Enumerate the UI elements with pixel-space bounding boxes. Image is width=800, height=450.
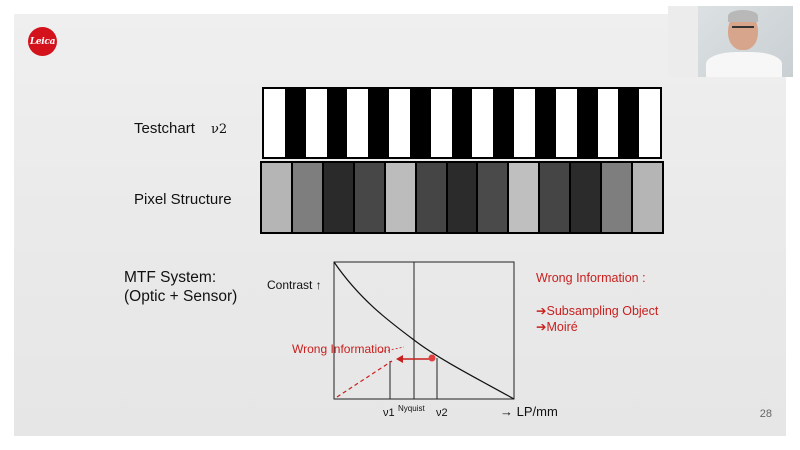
pixel-block bbox=[540, 163, 572, 232]
pixel-block bbox=[571, 163, 603, 232]
presenter-hair bbox=[728, 10, 758, 22]
testchart-bar bbox=[597, 89, 619, 157]
webcam-background bbox=[668, 6, 698, 77]
pixel-block bbox=[416, 163, 448, 232]
x-axis-label: → LP/mm bbox=[500, 404, 558, 419]
sample-point bbox=[428, 354, 436, 362]
testchart-bar bbox=[618, 89, 640, 157]
mtf-label-line1: MTF System: bbox=[124, 269, 217, 286]
testchart-bar bbox=[472, 89, 494, 157]
presenter-shirt bbox=[706, 52, 782, 77]
testchart-bars bbox=[262, 87, 662, 159]
pixel-block bbox=[323, 163, 355, 232]
pixel-block bbox=[478, 163, 510, 232]
testchart-bar bbox=[409, 89, 431, 157]
mtf-system-label: MTF System: (Optic + Sensor) bbox=[124, 268, 237, 306]
wrong-information-annotation: Wrong Information bbox=[292, 342, 391, 356]
testchart-bar bbox=[576, 89, 598, 157]
testchart-label-text: Testchart bbox=[134, 120, 195, 137]
testchart-bar bbox=[305, 89, 327, 157]
chart-frame bbox=[333, 261, 515, 400]
testchart-bar bbox=[493, 89, 515, 157]
pixel-block bbox=[262, 163, 293, 232]
testchart-bar bbox=[639, 89, 661, 157]
mtf-curve bbox=[333, 261, 515, 400]
testchart-bar bbox=[389, 89, 410, 157]
wrong-info-bullet-1: ➔Subsampling Object bbox=[536, 303, 658, 318]
testchart-bar bbox=[430, 89, 452, 157]
wrong-info-arrowhead bbox=[396, 355, 403, 363]
mtf-label-line2: (Optic + Sensor) bbox=[124, 288, 238, 305]
testchart-bar bbox=[347, 89, 369, 157]
page-number: 28 bbox=[759, 408, 772, 420]
testchart-bar bbox=[451, 89, 473, 157]
bullet-text: Subsampling Object bbox=[546, 304, 659, 318]
pixel-block bbox=[354, 163, 386, 232]
testchart-bar bbox=[534, 89, 556, 157]
webcam-video-thumbnail[interactable] bbox=[668, 6, 793, 77]
testchart-bar bbox=[264, 89, 285, 157]
y-axis-label: Contrast ↑ bbox=[267, 278, 322, 292]
nu1-tick-label: ν1 bbox=[383, 407, 395, 419]
pixel-structure-grid bbox=[260, 161, 664, 234]
pixel-block bbox=[602, 163, 634, 232]
testchart-bar bbox=[368, 89, 390, 157]
nu2-tick-label: ν2 bbox=[436, 407, 448, 419]
pixel-block bbox=[633, 163, 662, 232]
wrong-info-bullet-2: ➔Moiré bbox=[536, 319, 578, 334]
wrong-info-title: Wrong Information : bbox=[536, 271, 646, 285]
bullet-text: Moiré bbox=[546, 320, 578, 334]
testchart-nu-label: ν2 bbox=[211, 122, 228, 137]
testchart-label: Testchart ν2 bbox=[134, 120, 227, 137]
arrow-right-icon: ➔ bbox=[536, 320, 547, 334]
pixel-block bbox=[447, 163, 479, 232]
leica-logo: Leica bbox=[28, 27, 57, 56]
annotation-leader bbox=[379, 346, 405, 353]
pixel-structure-label: Pixel Structure bbox=[134, 191, 232, 208]
testchart-bar bbox=[326, 89, 348, 157]
pixel-block bbox=[509, 163, 541, 232]
nyquist-tick-label: Nyquist bbox=[398, 404, 425, 413]
testchart-bar bbox=[284, 89, 306, 157]
testchart-bar bbox=[555, 89, 577, 157]
pixel-block bbox=[292, 163, 324, 232]
pixel-block bbox=[385, 163, 417, 232]
arrow-right-icon: ➔ bbox=[536, 304, 547, 318]
aliasing-dashed-line bbox=[336, 360, 393, 398]
presenter-glasses bbox=[732, 26, 754, 34]
testchart-bar bbox=[514, 89, 535, 157]
